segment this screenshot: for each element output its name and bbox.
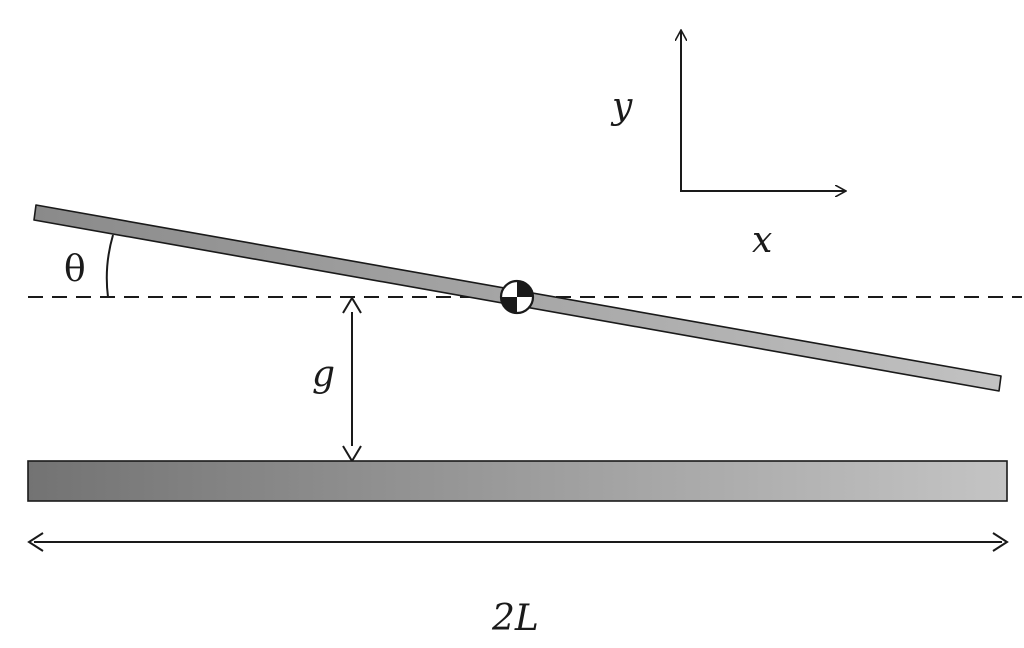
x-axis-label: x bbox=[752, 220, 772, 261]
length-label: 2L bbox=[491, 598, 539, 639]
tilt-angle-arc bbox=[105, 234, 114, 298]
coordinate-axes: y x bbox=[610, 30, 846, 261]
theta-label: θ bbox=[64, 249, 86, 290]
center-of-mass-symbol bbox=[499, 279, 535, 315]
gap-label: g bbox=[312, 354, 335, 395]
ground-surface bbox=[27, 460, 1008, 502]
y-axis-label: y bbox=[610, 86, 633, 127]
